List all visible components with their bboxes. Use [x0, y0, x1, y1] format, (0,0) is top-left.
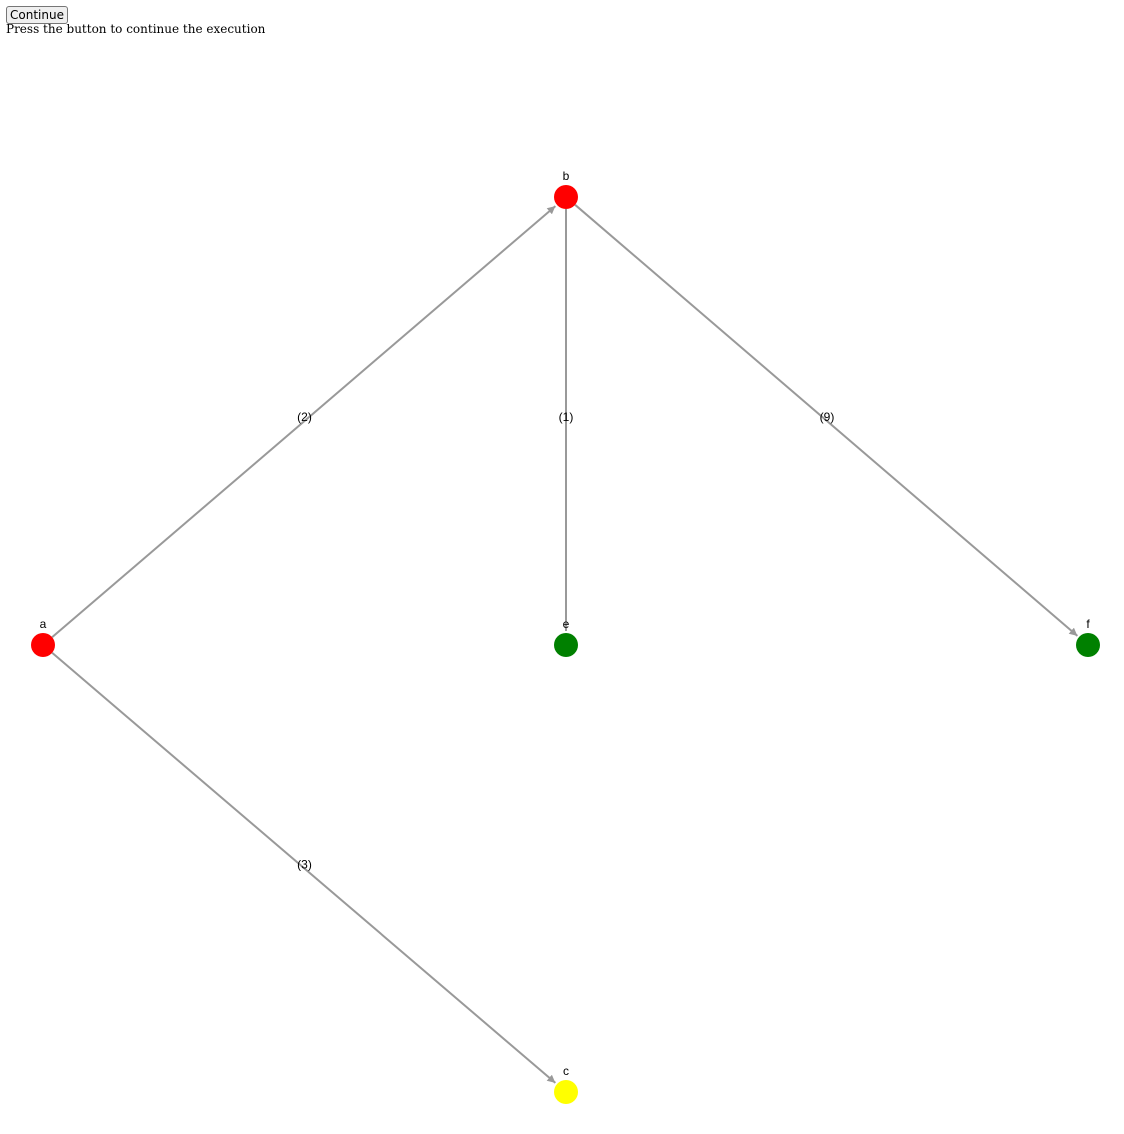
node-label-e: e: [563, 617, 570, 631]
node-label-a: a: [40, 617, 47, 631]
node-f[interactable]: f: [1076, 617, 1100, 657]
edge-a-c: [51, 652, 557, 1084]
node-e[interactable]: e: [554, 617, 578, 657]
node-c[interactable]: c: [554, 1064, 578, 1104]
edges-layer: [51, 204, 1079, 1084]
edge-label-b-f: (9): [820, 410, 835, 424]
edge-label-a-c: (3): [297, 858, 312, 872]
edge-a-b: [51, 205, 557, 638]
node-label-c: c: [563, 1064, 569, 1078]
toolbar: Continue: [6, 6, 68, 24]
node-label-b: b: [563, 169, 570, 183]
node-b[interactable]: b: [554, 169, 578, 209]
nodes-layer: b a e f c: [31, 169, 1100, 1104]
node-circle-b[interactable]: [554, 185, 578, 209]
continue-button[interactable]: Continue: [6, 6, 68, 24]
status-text: Press the button to continue the executi…: [6, 22, 266, 36]
edge-label-a-b: (2): [297, 410, 312, 424]
node-circle-f[interactable]: [1076, 633, 1100, 657]
edge-b-f: [574, 204, 1079, 637]
edge-labels-layer: (2) (1) (9) (3): [297, 410, 834, 872]
node-circle-e[interactable]: [554, 633, 578, 657]
node-label-f: f: [1086, 617, 1090, 631]
edge-label-b-e: (1): [559, 410, 574, 424]
node-circle-c[interactable]: [554, 1080, 578, 1104]
node-a[interactable]: a: [31, 617, 55, 657]
node-circle-a[interactable]: [31, 633, 55, 657]
